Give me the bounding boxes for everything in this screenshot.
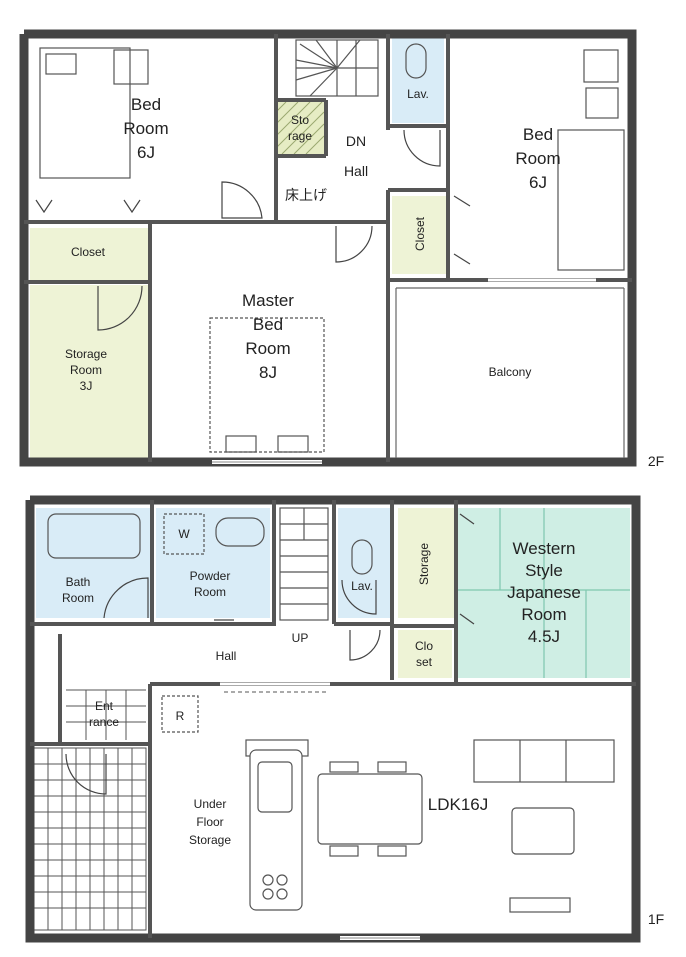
raised-floor-label: 床上げ xyxy=(285,187,327,203)
master-label-1: Master xyxy=(242,291,294,310)
bed2-label-1: Bed xyxy=(523,125,553,144)
lav-1f-label: Lav. xyxy=(351,579,373,593)
bath-label-2: Room xyxy=(62,591,94,605)
western-label-5: 4.5J xyxy=(528,627,560,646)
outer-wall-2f xyxy=(19,29,637,467)
master-label-2: Bed xyxy=(253,315,283,334)
storage-1f-label: Storage xyxy=(417,543,431,585)
closet-2f-right xyxy=(392,196,447,274)
western-label-3: Japanese xyxy=(507,583,581,602)
closet-1f-label-1: Clo xyxy=(415,639,433,653)
ldk-label: LDK16J xyxy=(428,795,488,814)
under-floor-label-2: Floor xyxy=(196,815,223,829)
lav-1f xyxy=(338,508,390,618)
fridge xyxy=(161,695,199,733)
floor-2: Bed Room 6J Sto rage Lav. DN Hall 床上げ Be… xyxy=(19,29,664,469)
storage-small-label-2: rage xyxy=(288,129,312,143)
outer-wall-1f xyxy=(25,495,641,943)
bed-master xyxy=(209,317,325,453)
fridge-label: R xyxy=(176,709,185,723)
hall-1f-label: Hall xyxy=(216,649,237,663)
powder-label-1: Powder xyxy=(190,569,231,583)
tv-board xyxy=(473,739,615,783)
floor2-label: 2F xyxy=(648,453,664,469)
up-label: UP xyxy=(292,631,309,645)
coffee-table xyxy=(511,807,575,855)
storage-room-2f xyxy=(30,285,150,460)
under-floor-label-1: Under xyxy=(194,797,227,811)
balcony-label: Balcony xyxy=(489,365,532,379)
powder-room xyxy=(156,508,270,618)
kitchen-counter xyxy=(245,739,309,911)
master-label-3: Room xyxy=(245,339,290,358)
closet-right-label: Closet xyxy=(413,216,427,251)
lav-2f-label: Lav. xyxy=(407,87,429,101)
bed1-label-1: Bed xyxy=(131,95,161,114)
storage-small-label-1: Sto xyxy=(291,113,309,127)
dn-label: DN xyxy=(346,133,366,149)
storage-1f xyxy=(398,508,454,618)
western-label-4: Room xyxy=(521,605,566,624)
bed-2f-right xyxy=(557,129,625,271)
floor-1: Bath Room W Powder Room Lav. Storage Wes… xyxy=(25,43,664,943)
closet-left-label: Closet xyxy=(71,245,106,259)
under-floor-label-3: Storage xyxy=(189,833,231,847)
bed1-label-2: Room xyxy=(123,119,168,138)
hall-2f-label: Hall xyxy=(344,163,368,179)
bed2-label-3: 6J xyxy=(529,173,547,192)
powder-label-2: Room xyxy=(194,585,226,599)
closet-1f-label-2: set xyxy=(416,655,433,669)
bath-label-1: Bath xyxy=(66,575,91,589)
bed2-label-2: Room xyxy=(515,149,560,168)
dining-table xyxy=(317,773,423,845)
bed1-label-3: 6J xyxy=(137,143,155,162)
closet-1f xyxy=(398,630,452,678)
floor1-label: 1F xyxy=(648,911,664,927)
storage-hatch xyxy=(275,101,325,155)
entrance-label-1: Ent xyxy=(95,699,114,713)
tatami-grid xyxy=(458,508,630,678)
bath-room xyxy=(36,508,152,618)
entrance-tiles xyxy=(33,747,147,931)
floor-heater xyxy=(509,897,571,913)
bed-2f-left xyxy=(39,47,131,179)
washer-label: W xyxy=(178,527,190,541)
master-label-4: 8J xyxy=(259,363,277,382)
stairs-1f xyxy=(279,507,329,621)
western-label-2: Style xyxy=(525,561,563,580)
storage-room-label-2: Room xyxy=(70,363,102,377)
entrance-label-2: rance xyxy=(89,715,119,729)
closet-2f-left xyxy=(30,228,150,280)
stairs-2f xyxy=(295,39,379,97)
storage-room-label-3: 3J xyxy=(80,379,93,393)
storage-small-2f xyxy=(276,102,324,154)
western-label-1: Western xyxy=(513,539,576,558)
lav-2f xyxy=(392,38,444,123)
storage-room-label-1: Storage xyxy=(65,347,107,361)
